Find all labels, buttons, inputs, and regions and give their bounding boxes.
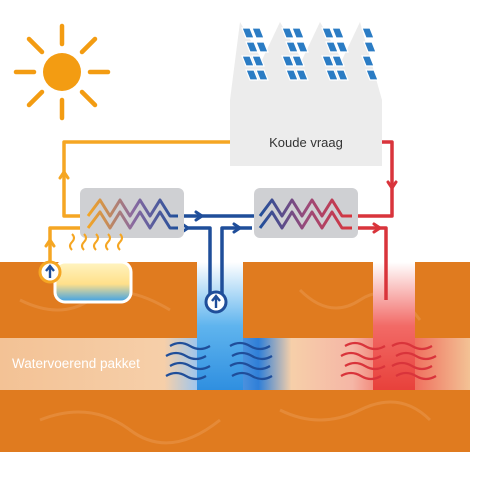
building-label: Koude vraag (269, 135, 343, 150)
heat-exchanger-left (80, 188, 184, 238)
warm-well (340, 262, 437, 390)
aquifer-label: Watervoerend pakket (12, 356, 140, 371)
heat-wave-icon (69, 233, 123, 251)
solar-panel-icon (241, 27, 379, 81)
heat-exchanger-right (254, 188, 358, 238)
cold-well (165, 262, 273, 390)
heat-exchanger-icon (258, 198, 352, 218)
pump-arrow-up-icon (38, 260, 62, 284)
heat-exchanger-icon (86, 198, 178, 218)
sun-icon (13, 23, 111, 121)
hot-pipe (350, 140, 394, 300)
warm-pipe (48, 140, 230, 262)
pump-arrow-up-icon (204, 290, 228, 314)
surface-pond (53, 260, 133, 304)
